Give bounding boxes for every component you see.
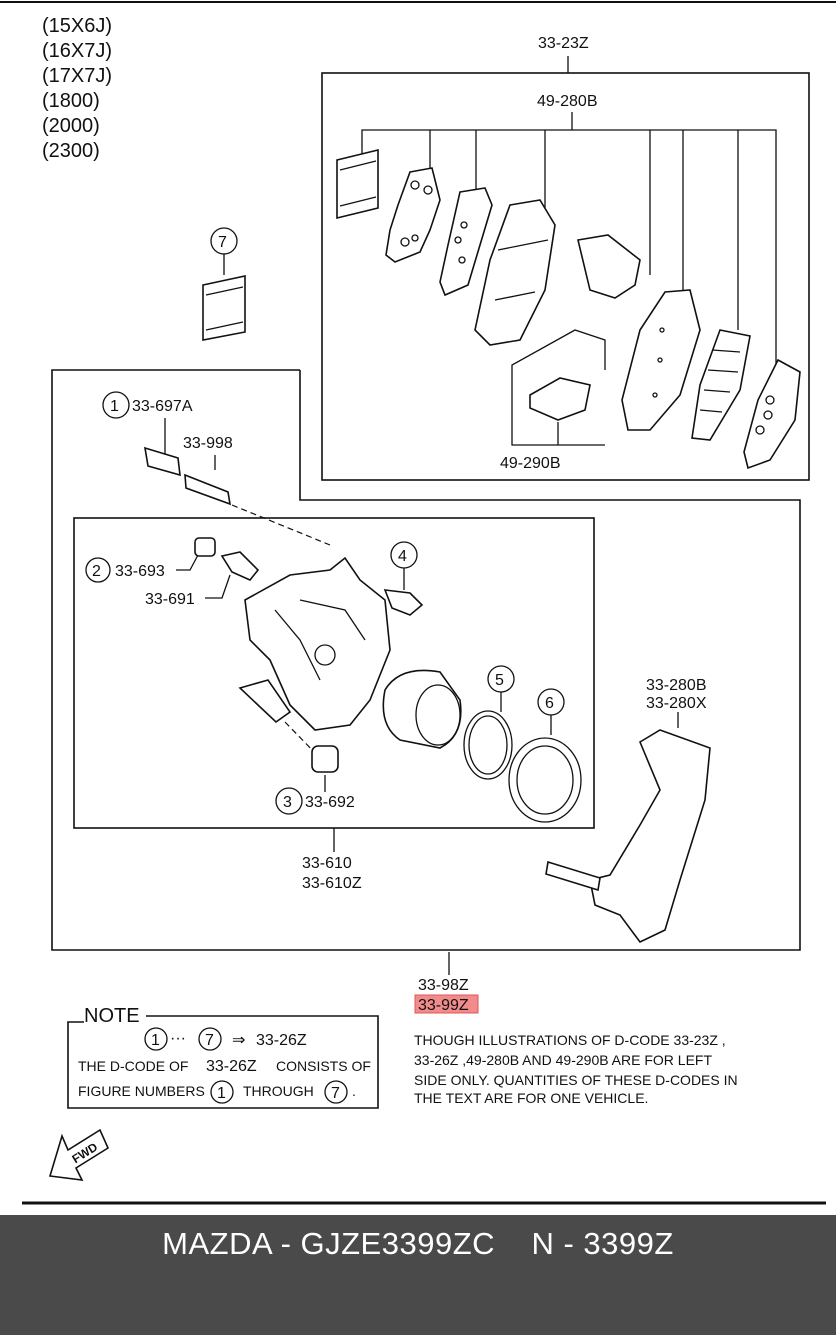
note-kit-ref: 33-26Z xyxy=(256,1032,307,1049)
guide-pin-part xyxy=(184,473,232,506)
brake-caliper-diagram: (15X6J) (16X7J) (17X7J) (1800) (2000) (2… xyxy=(0,1,836,1205)
bracket-label: 33-280B xyxy=(646,677,707,694)
bracket-pin-part xyxy=(545,860,601,892)
note-arrow: ⇒ xyxy=(232,1032,245,1049)
note-line3-c: THROUGH xyxy=(243,1083,314,1099)
pad-kit-label: 33-23Z xyxy=(538,35,589,52)
assembly-highlight-box xyxy=(414,994,479,1014)
brake-pad-part xyxy=(474,199,556,346)
cap-part xyxy=(194,537,216,557)
callout-5: 5 xyxy=(495,672,504,689)
bolt-3-group: 3 33-692 xyxy=(275,745,355,815)
note-title: NOTE xyxy=(84,1005,140,1027)
pad-kit-box xyxy=(321,72,810,481)
assembly-highlight-label: 33-99Z xyxy=(418,997,469,1014)
description-block: THOUGH ILLUSTRATIONS OF D-CODE 33-23Z , … xyxy=(414,1032,738,1106)
guide-pin-group: 1 33-697A 33-998 xyxy=(102,391,331,546)
footer-bar xyxy=(0,1215,836,1335)
pin-sleeve-part xyxy=(143,446,181,477)
bleeder-part xyxy=(220,551,260,581)
backing-plate-part-2 xyxy=(743,358,801,470)
shim-part xyxy=(336,148,379,220)
shim-part-2 xyxy=(691,329,751,441)
bolt-part-2 xyxy=(311,745,339,773)
callout-4: 4 xyxy=(398,548,407,565)
variant-item: (1800) xyxy=(42,90,100,112)
note-callout-end: 7 xyxy=(205,1032,214,1049)
pad-kit-group: 33-23Z 49-280B xyxy=(321,35,810,481)
caliper-bracket-part xyxy=(589,729,711,944)
callout-3: 3 xyxy=(283,794,292,811)
caliper-label: 33-610 xyxy=(302,855,352,872)
bracket-x-label: 33-280X xyxy=(646,695,707,712)
variant-item: (16X7J) xyxy=(42,40,112,62)
description-line: SIDE ONLY. QUANTITIES OF THESE D-CODES I… xyxy=(414,1072,738,1088)
anti-squeal-plate-part xyxy=(439,187,493,297)
piston-group xyxy=(382,669,462,749)
fwd-arrow-icon: FWD xyxy=(48,1128,110,1181)
boot-group: 6 xyxy=(508,688,582,823)
note-dots: ··· xyxy=(170,1030,186,1047)
note-line2-c: CONSISTS OF xyxy=(276,1058,371,1074)
description-line: THE TEXT ARE FOR ONE VEHICLE. xyxy=(414,1090,648,1106)
pad-clip-part xyxy=(577,234,641,299)
pad-set-lower-label: 49-290B xyxy=(500,455,561,472)
note-box: NOTE 1 ··· 7 ⇒ 33-26Z THE D-CODE OF 33-2… xyxy=(67,1005,379,1109)
callout-1: 1 xyxy=(110,398,119,415)
variant-list: (15X6J) (16X7J) (17X7J) (1800) (2000) (2… xyxy=(42,15,112,162)
note-line2-a: THE D-CODE OF xyxy=(78,1058,188,1074)
pad-set-upper-label: 49-280B xyxy=(537,93,598,110)
note-line2-ref: 33-26Z xyxy=(206,1058,257,1075)
callout-6: 6 xyxy=(545,695,554,712)
bolt-part xyxy=(383,589,424,616)
caliper-assembly-outline xyxy=(51,369,801,951)
caliper-z-label: 33-610Z xyxy=(302,875,362,892)
note-line3-callout-start: 1 xyxy=(217,1085,226,1102)
description-line: 33-26Z ,49-280B AND 49-290B ARE FOR LEFT xyxy=(414,1052,712,1068)
bleeder-label: 33-691 xyxy=(145,591,195,608)
caliper-body-part xyxy=(238,556,391,759)
piston-seal-part xyxy=(463,710,513,780)
cap-group: 2 33-693 xyxy=(85,537,216,583)
dust-boot-part xyxy=(508,737,582,823)
variant-item: (17X7J) xyxy=(42,65,112,87)
bracket-group: 33-280B 33-280X xyxy=(545,677,711,944)
assembly-label: 33-98Z xyxy=(418,977,469,994)
variant-item: (15X6J) xyxy=(42,15,112,37)
note-line3-callout-end: 7 xyxy=(331,1085,340,1102)
bleeder-group: 33-691 xyxy=(145,551,260,608)
brake-pad-part-2 xyxy=(621,289,701,431)
cap-label: 33-693 xyxy=(115,563,165,580)
pin-b-label: 33-998 xyxy=(183,435,233,452)
footer-title: MAZDA - GJZE3399ZC N - 3399Z xyxy=(162,1226,674,1261)
description-line: THOUGH ILLUSTRATIONS OF D-CODE 33-23Z , xyxy=(414,1032,726,1048)
note-callout-start: 1 xyxy=(151,1032,160,1049)
note-period: . xyxy=(352,1083,356,1099)
note-line3-a: FIGURE NUMBERS xyxy=(78,1083,205,1099)
bolt-label: 33-692 xyxy=(305,794,355,811)
seal-group: 5 xyxy=(463,665,515,780)
lower-clip-part xyxy=(529,377,591,421)
shim-part-3 xyxy=(202,275,246,341)
bolt-4-group: 4 xyxy=(383,541,424,616)
shim-kit-group: 7 xyxy=(202,227,246,341)
callout-7: 7 xyxy=(218,234,227,251)
backing-plate-part xyxy=(385,167,441,263)
pin-a-label: 33-697A xyxy=(132,398,193,415)
variant-item: (2300) xyxy=(42,140,100,162)
variant-item: (2000) xyxy=(42,115,100,137)
callout-2: 2 xyxy=(92,563,101,580)
